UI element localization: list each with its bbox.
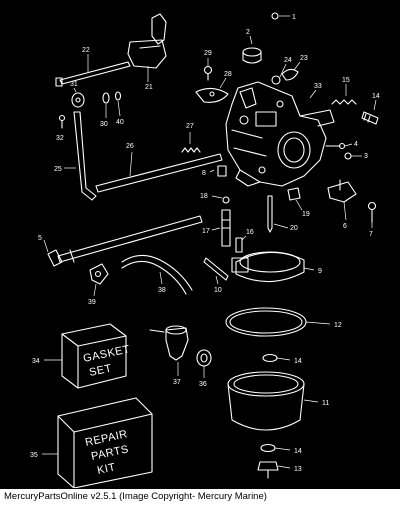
part-31-washer bbox=[102, 92, 110, 118]
callout-23[interactable]: 22 bbox=[82, 47, 90, 54]
callout-41[interactable]: 40 bbox=[116, 119, 124, 126]
part-23-bolt bbox=[55, 54, 131, 87]
callout-19[interactable]: 18 bbox=[200, 193, 208, 200]
part-40-clip bbox=[89, 263, 109, 297]
callout-13[interactable]: 13 bbox=[294, 466, 302, 473]
callout-14a[interactable]: 14 bbox=[294, 358, 302, 365]
part-30-screw bbox=[203, 58, 213, 81]
callout-11[interactable]: 11 bbox=[322, 400, 329, 407]
callout-21[interactable]: 20 bbox=[290, 225, 298, 232]
part-36-repair-kit-box: REPAIR PARTS KIT bbox=[42, 397, 153, 488]
part-9-float bbox=[231, 251, 315, 283]
part-6-float-tab bbox=[327, 179, 357, 221]
gasket-box-line-2: SET bbox=[88, 362, 113, 379]
part-24-clip bbox=[281, 61, 301, 81]
callout-4[interactable]: 4 bbox=[354, 141, 358, 148]
part-2-cap bbox=[242, 35, 262, 64]
part-11-float-bowl bbox=[227, 371, 319, 431]
part-26-rod bbox=[64, 111, 97, 201]
part-19-seat bbox=[211, 195, 230, 204]
callout-35[interactable]: 34 bbox=[32, 358, 40, 365]
callout-36[interactable]: 35 bbox=[30, 452, 38, 459]
part-22-linkage-arm bbox=[127, 13, 167, 82]
part-8-plug bbox=[209, 165, 227, 177]
exploded-parts-diagram: 1 21 22 2 23 24 29 28 bbox=[30, 12, 380, 488]
callout-7[interactable]: 7 bbox=[369, 231, 373, 238]
part-13-drain-screw bbox=[257, 461, 291, 479]
part-29-plate bbox=[195, 77, 229, 103]
part-25-washer bbox=[271, 63, 287, 85]
callout-26[interactable]: 25 bbox=[54, 166, 62, 173]
part-37-oring bbox=[196, 349, 212, 378]
part-33-screw bbox=[58, 114, 66, 129]
callout-33[interactable]: 32 bbox=[56, 135, 64, 142]
callout-30[interactable]: 29 bbox=[204, 50, 212, 57]
part-41-clip bbox=[114, 91, 122, 117]
part-12-gasket-ring bbox=[225, 307, 331, 337]
callout-29[interactable]: 28 bbox=[224, 71, 232, 78]
part-1-screw bbox=[271, 12, 290, 20]
callout-8[interactable]: 8 bbox=[202, 170, 206, 177]
part-18-jet-body bbox=[211, 209, 231, 247]
part-17-plug bbox=[235, 235, 247, 253]
callout-32[interactable]: 31 bbox=[70, 81, 78, 88]
callout-17[interactable]: 16 bbox=[246, 229, 254, 236]
part-3-washer bbox=[344, 152, 362, 160]
part-35-gasket-set-box: GASKET SET bbox=[44, 323, 131, 389]
callout-15[interactable]: 14 bbox=[372, 93, 380, 100]
callout-14b[interactable]: 14 bbox=[294, 448, 302, 455]
part-14-washer-lower bbox=[260, 443, 291, 453]
callout-28[interactable]: 27 bbox=[186, 123, 194, 130]
part-38-primer bbox=[149, 325, 189, 376]
callout-34[interactable]: 33 bbox=[314, 83, 322, 90]
part-27-throttle-shaft bbox=[95, 151, 223, 193]
callout-18[interactable]: 17 bbox=[202, 228, 210, 235]
part-5-lever-shaft bbox=[43, 215, 203, 267]
callout-3[interactable]: 3 bbox=[364, 153, 368, 160]
part-10-pin bbox=[203, 257, 229, 285]
callout-12[interactable]: 12 bbox=[334, 322, 342, 329]
part-7-screw bbox=[367, 201, 377, 228]
part-15-screw bbox=[361, 99, 379, 125]
callout-37[interactable]: 36 bbox=[199, 381, 207, 388]
callout-20[interactable]: 19 bbox=[302, 211, 310, 218]
callout-38[interactable]: 37 bbox=[173, 379, 181, 386]
repair-box-line-3: KIT bbox=[96, 461, 117, 477]
part-carburetor-body bbox=[225, 81, 335, 187]
part-4-screw bbox=[325, 142, 353, 150]
callout-16[interactable]: 15 bbox=[342, 77, 350, 84]
callout-10[interactable]: 10 bbox=[214, 287, 222, 294]
part-20-jet bbox=[287, 187, 303, 211]
part-32-collar bbox=[71, 87, 85, 108]
callout-9[interactable]: 9 bbox=[318, 268, 322, 275]
part-39-fuel-line bbox=[121, 254, 193, 295]
callout-31[interactable]: 30 bbox=[100, 121, 108, 128]
callout-1[interactable]: 1 bbox=[292, 14, 296, 21]
callout-27[interactable]: 26 bbox=[126, 143, 134, 150]
callout-5[interactable]: 5 bbox=[38, 235, 42, 242]
part-28-spring bbox=[181, 132, 201, 153]
callout-25[interactable]: 24 bbox=[284, 57, 292, 64]
callout-6[interactable]: 6 bbox=[343, 223, 347, 230]
part-21-needle bbox=[267, 195, 289, 233]
callout-2[interactable]: 2 bbox=[246, 29, 250, 36]
part-14-washer-upper bbox=[262, 353, 291, 363]
copyright-footer: MercuryPartsOnline v2.5.1 (Image Copyrig… bbox=[0, 489, 400, 505]
callout-24[interactable]: 23 bbox=[300, 55, 308, 62]
callout-22[interactable]: 21 bbox=[145, 84, 153, 91]
callout-39[interactable]: 38 bbox=[158, 287, 166, 294]
part-16-spring bbox=[331, 84, 357, 105]
callout-40[interactable]: 39 bbox=[88, 299, 96, 306]
